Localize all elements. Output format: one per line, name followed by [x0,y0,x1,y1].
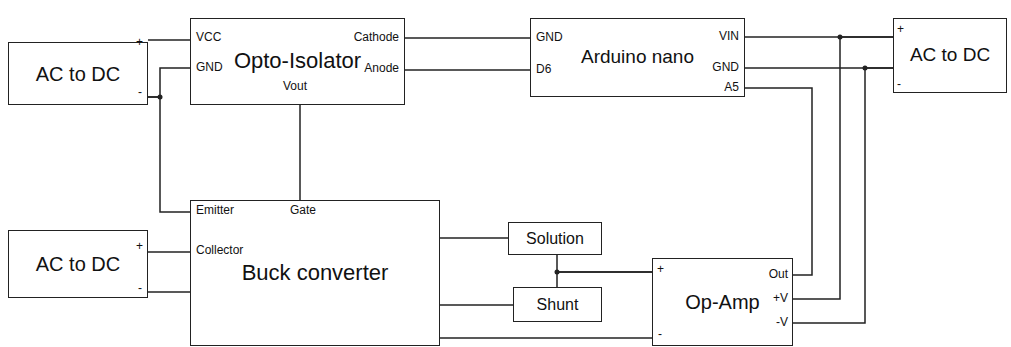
pin-label: - [897,78,901,91]
block-title: Shunt [537,296,579,314]
pin-label: A5 [724,81,739,94]
pin-label: GND [712,61,739,74]
pin-label: GND [536,31,563,44]
block-box: Shunt [513,287,602,322]
wire [148,251,190,253]
pin-label: Out [769,268,788,281]
wire [440,304,513,306]
block-title: Arduino nano [581,47,694,68]
wire [405,69,530,71]
wire [148,291,190,293]
pin-label: - [138,282,142,295]
wire [557,255,652,272]
wire [440,337,652,339]
junction-dot [863,66,868,71]
pin-label: + [897,23,904,36]
block-title: AC to DC [36,253,120,275]
wire [405,37,530,39]
pin-label: Collector [196,244,243,257]
wire [148,97,190,212]
pin-label: - [658,328,662,341]
pin-label: Gate [290,204,316,217]
pin-label: -V [776,316,788,329]
junction-dot [158,95,163,100]
pin-label: Emitter [196,204,234,217]
block-box: Buck converter [190,200,440,346]
block-box: AC to DC [8,42,148,105]
block-title: Solution [526,230,584,248]
wire [148,68,190,97]
pin-label: VIN [719,30,739,43]
pin-label: Cathode [354,31,399,44]
pin-label: Vout [283,80,307,93]
block-title: AC to DC [36,63,120,85]
pin-label: - [138,86,142,99]
pin-label: Anode [364,62,399,75]
wire [557,272,652,287]
pin-label: GND [196,61,223,74]
block-box: Arduino nano [530,18,745,97]
junction-dot [555,270,560,275]
wire [440,237,508,239]
junction-dot [838,35,843,40]
block-box: AC to DC [893,18,1007,93]
block-title: Buck converter [242,261,389,285]
pin-label: +V [773,292,788,305]
pin-label: + [657,263,664,276]
pin-label: VCC [196,31,221,44]
block-title: Op-Amp [685,291,759,313]
wire [148,39,190,41]
block-box: Solution [508,222,602,255]
block-title: AC to DC [910,45,990,66]
pin-label: + [136,240,143,253]
wire [793,68,893,323]
wire [793,37,893,299]
pin-label: + [136,36,143,49]
wire [745,88,812,275]
block-box: AC to DC [8,230,148,298]
wire [299,105,301,200]
pin-label: D6 [536,63,551,76]
block-title: Opto-Isolator [234,49,361,73]
